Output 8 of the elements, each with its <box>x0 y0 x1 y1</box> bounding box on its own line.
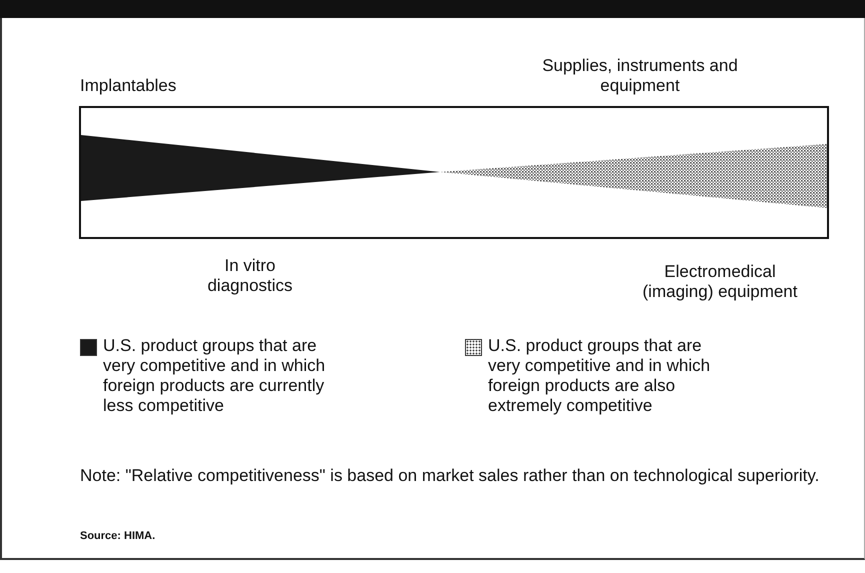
category-label: In vitro diagnostics <box>206 256 294 296</box>
category-label: Electromedical (imaging) equipment <box>642 262 798 302</box>
category-label: Supplies, instruments and equipment <box>541 56 739 96</box>
source-text: Source: HIMA. <box>80 530 156 542</box>
category-label: Implantables <box>80 76 178 96</box>
note-text: Note: "Relative competitiveness" is based on market sales rather than on technological superiority. <box>80 466 820 486</box>
legend-text: U.S. product groups that are very competitive and in which foreign products are currently less competitive <box>103 336 326 416</box>
legend-text: U.S. product groups that are very competitive and in which foreign products are also extremely competitive <box>488 336 712 416</box>
